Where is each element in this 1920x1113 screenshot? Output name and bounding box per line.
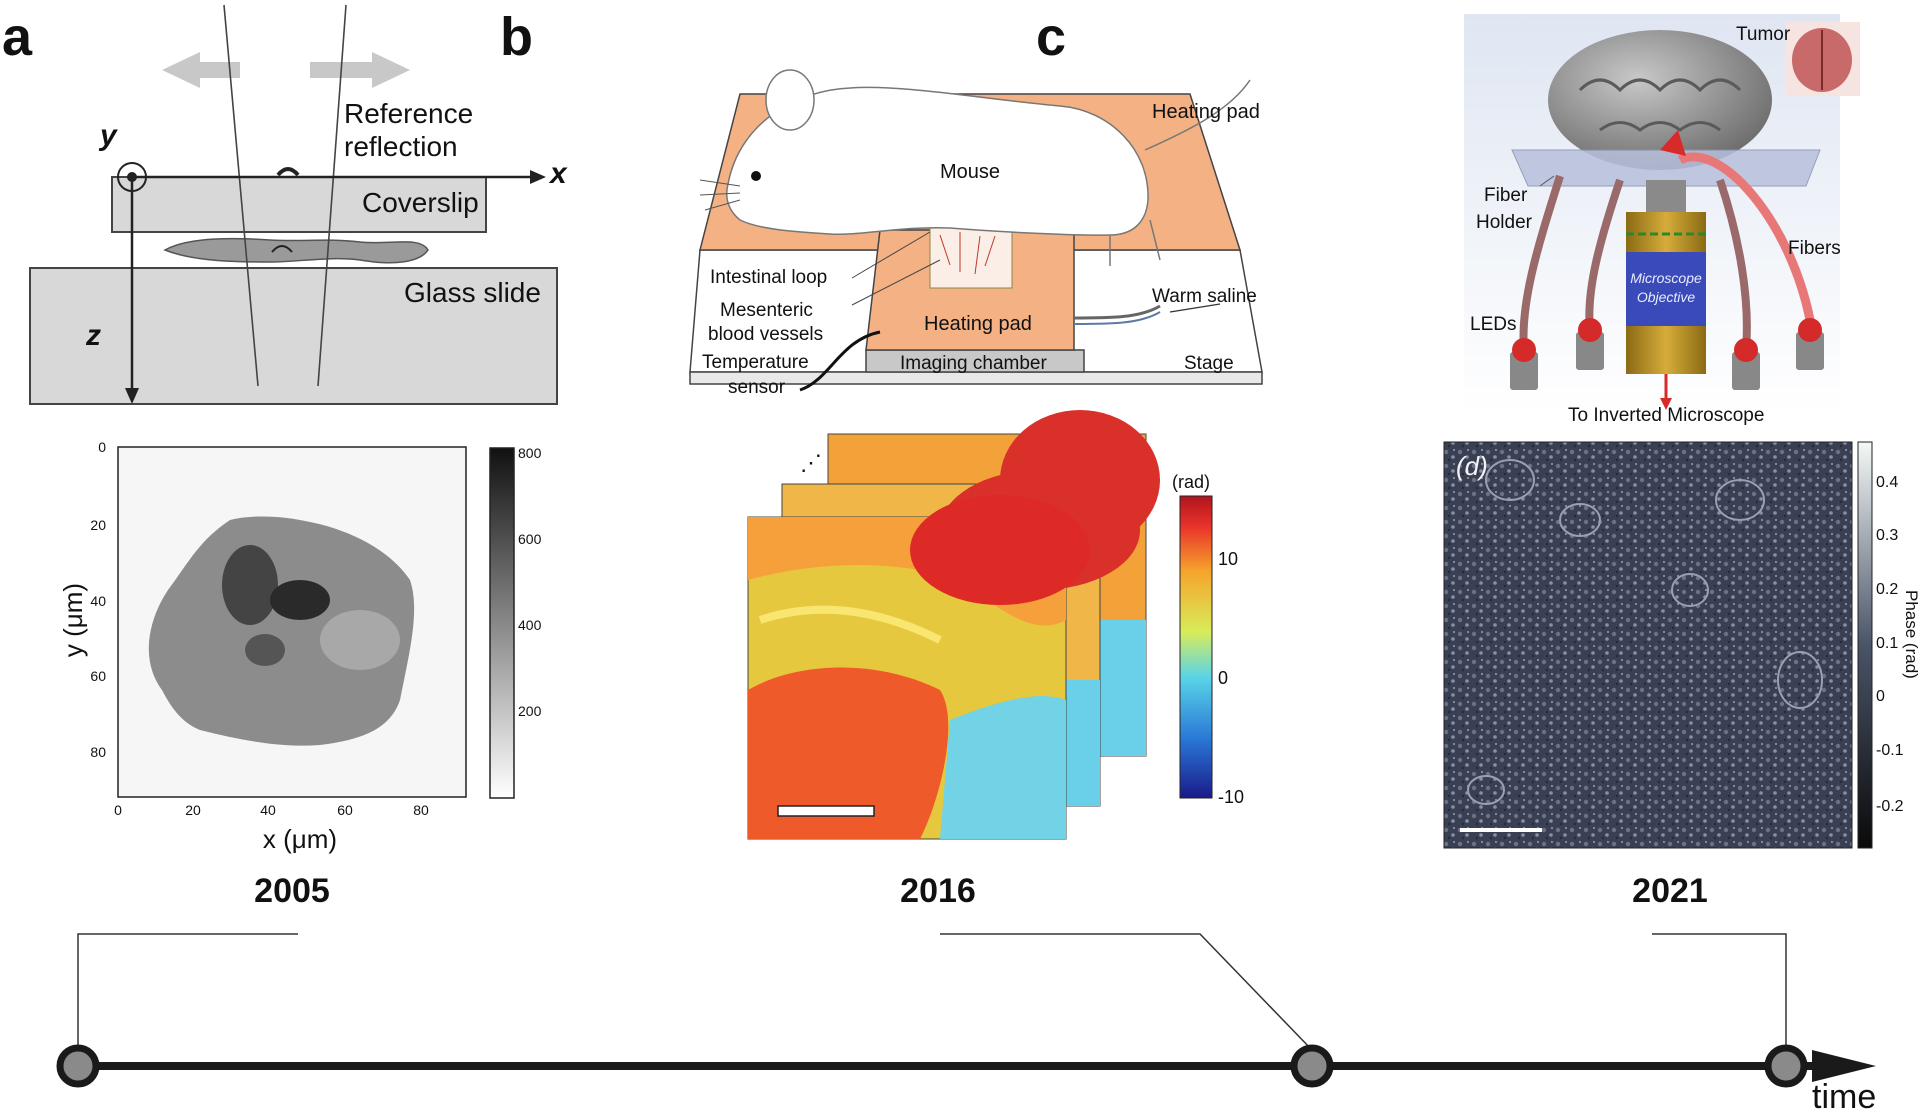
y-tick: 0	[98, 439, 106, 455]
colorbar-tick: -0.1	[1876, 742, 1904, 759]
coverslip-label: Coverslip	[362, 187, 479, 218]
colorbar-tick: 800	[518, 445, 542, 461]
reference-label-1: Reference	[344, 98, 473, 129]
cell-shape	[163, 237, 429, 264]
colorbar-tick: 0	[1876, 688, 1885, 705]
colorbar-tick: 200	[518, 703, 542, 719]
timeline: time	[56, 933, 1876, 1113]
y-ticks-a: 0 20 40 60 80	[90, 439, 106, 760]
colorbar-tick: -10	[1218, 787, 1244, 807]
leds-label: LEDs	[1470, 314, 1516, 335]
scale-bar-b	[777, 805, 875, 817]
phase-image-c	[1443, 441, 1853, 849]
colorbar-tick: 0.2	[1876, 581, 1898, 598]
y-tick: 40	[90, 593, 106, 609]
y-tick: 60	[90, 668, 106, 684]
year-label-2021: 2021	[1632, 872, 1708, 910]
x-tick: 80	[413, 802, 429, 818]
warm-saline-label: Warm saline	[1152, 286, 1257, 307]
left-arrow-icon	[162, 52, 240, 88]
panel-letter-c: c	[1036, 7, 1067, 67]
objective-label-2: Objective	[1637, 289, 1696, 305]
fiber-holder-label-2: Holder	[1476, 212, 1533, 233]
panel-c-image: (d) 0.4 0.3 0.2 0.1 0 -0.1 -0.2 Phase (r…	[1443, 441, 1920, 849]
colorbar-tick: 0.4	[1876, 474, 1898, 491]
colorbar-tick: 600	[518, 531, 542, 547]
temperature-label: Temperature	[702, 352, 809, 373]
fiber-holder-label-1: Fiber	[1484, 185, 1528, 206]
colorbar-tick: -0.2	[1876, 798, 1904, 815]
to-inverted-label: To Inverted Microscope	[1568, 405, 1764, 426]
colorbar-tick: 0.3	[1876, 527, 1898, 544]
glass-slide	[29, 267, 558, 405]
phase-colorbar	[1857, 441, 1873, 849]
mesenteric-label-2: blood vessels	[708, 324, 823, 345]
phase-colorbar-label: Phase (rad)	[1902, 590, 1920, 679]
inset-label-d: (d)	[1456, 451, 1488, 481]
connector-2021	[1652, 933, 1787, 1050]
panel-a-diagram: y x z Reference reflection Coverslip Gla…	[29, 4, 568, 405]
led-icons	[1510, 318, 1824, 390]
year-label-2016: 2016	[900, 872, 976, 910]
x-axis-title-a: x (μm)	[263, 824, 337, 854]
colorbar-tick: 0	[1218, 668, 1228, 688]
brain-icon	[1548, 30, 1772, 170]
imaging-chamber-label: Imaging chamber	[900, 353, 1047, 374]
panel-letter-b: b	[500, 7, 533, 67]
tumor-label: Tumor	[1736, 24, 1791, 45]
year-label-2005: 2005	[254, 872, 330, 910]
panel-c-diagram: Tumor Microscope Objective Fiber Hol	[1464, 14, 1860, 426]
time-axis-label: time	[1812, 1078, 1876, 1113]
axis-z-label: z	[85, 319, 101, 352]
stack-ellipsis: ⋰	[800, 450, 822, 475]
colorbar-tick: 400	[518, 617, 542, 633]
x-tick: 0	[114, 802, 122, 818]
timeline-arrow-icon	[1812, 1050, 1876, 1082]
colorbar-tick: 10	[1218, 549, 1238, 569]
timeline-node-2016	[1290, 1044, 1334, 1088]
intestinal-loop-label: Intestinal loop	[710, 267, 827, 288]
axis-y-label: y	[98, 119, 118, 152]
x-ticks-a: 0 20 40 60 80	[114, 802, 429, 818]
reference-label-2: reflection	[344, 131, 458, 162]
coverslip	[111, 176, 487, 233]
panel-letter-a: a	[2, 7, 33, 67]
mouse-body	[726, 86, 1149, 236]
grayscale-colorbar	[489, 447, 515, 799]
right-arrow-icon	[310, 52, 410, 88]
timeline-node-2005	[56, 1044, 100, 1088]
fibers-label: Fibers	[1788, 238, 1841, 259]
x-tick: 60	[337, 802, 353, 818]
panel-b-diagram: Heating pad Mouse Intestinal loop Mesent…	[689, 69, 1263, 398]
y-tick: 20	[90, 517, 106, 533]
x-tick: 20	[185, 802, 201, 818]
glass-slide-label: Glass slide	[404, 277, 541, 308]
mouse-eye	[751, 171, 761, 181]
timeline-node-2021	[1764, 1044, 1808, 1088]
y-tick: 80	[90, 744, 106, 760]
mouse-label: Mouse	[940, 161, 1000, 183]
stage-label: Stage	[1184, 353, 1234, 374]
objective-label-1: Microscope	[1630, 270, 1702, 286]
sensor-label: sensor	[728, 377, 786, 398]
jet-colorbar	[1179, 495, 1213, 799]
objective-top	[1646, 180, 1686, 212]
axis-x-label: x	[548, 157, 568, 190]
fiber-holder-plate	[1511, 149, 1821, 187]
heating-pad-top-label: Heating pad	[1152, 101, 1260, 123]
colorbar-tick: 0.1	[1876, 635, 1898, 652]
y-axis-title-a: y (μm)	[58, 583, 88, 657]
heating-pad-label: Heating pad	[924, 313, 1032, 335]
panel-a-image: 0 20 40 60 80 0 20 40 60 80 y (μm) x (μm…	[58, 439, 542, 854]
cell-intensity-map	[148, 516, 415, 746]
connector-2016	[940, 933, 1313, 1051]
colorbar-unit-b: (rad)	[1172, 472, 1210, 492]
mesenteric-label-1: Mesenteric	[720, 300, 813, 321]
connector-2005	[77, 933, 298, 1050]
panel-b-image-stack: ⋰ (rad) 10 0 -10	[747, 410, 1244, 840]
objective-body	[1626, 252, 1706, 326]
x-tick: 40	[260, 802, 276, 818]
